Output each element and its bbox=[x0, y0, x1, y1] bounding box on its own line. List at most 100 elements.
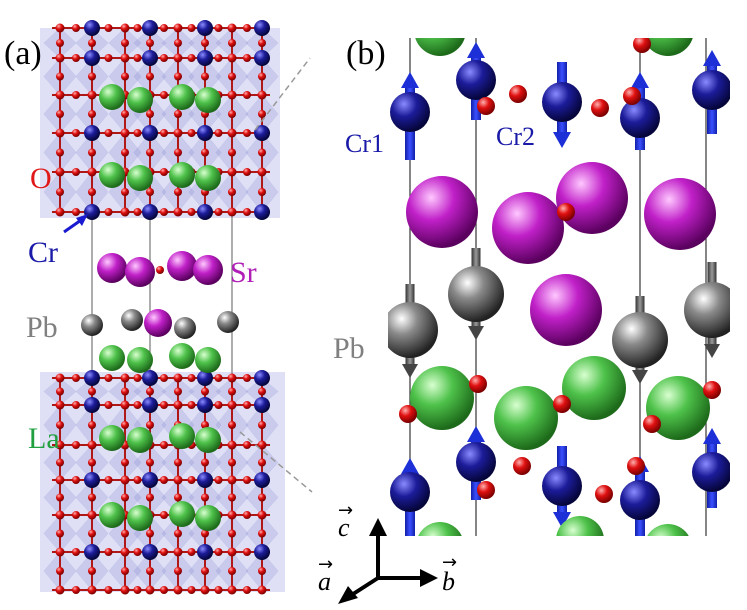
oxygen-atom bbox=[243, 208, 251, 216]
oxygen-atom bbox=[72, 401, 80, 409]
label-pb-b: Pb bbox=[333, 332, 365, 365]
oxygen-atom bbox=[227, 585, 237, 595]
oxygen-atom bbox=[228, 387, 236, 396]
oxygen-atom bbox=[174, 148, 182, 157]
oxygen-atom bbox=[87, 90, 97, 100]
oxygen-atom bbox=[187, 129, 196, 137]
oxygen-atom bbox=[214, 54, 223, 62]
oxygen-atom bbox=[121, 39, 129, 47]
oxygen-atom bbox=[201, 529, 209, 538]
oxygen-atom bbox=[257, 167, 267, 177]
oxygen-atom bbox=[55, 207, 65, 217]
oxygen-atom bbox=[258, 493, 266, 502]
oxygen-atom bbox=[156, 266, 164, 274]
oxygen-atom bbox=[509, 85, 527, 103]
oxygen-atom bbox=[227, 207, 237, 217]
panel-a: (a) O Cr Sr Pb La bbox=[4, 20, 313, 595]
oxygen-atom bbox=[72, 54, 80, 62]
chromium-atom bbox=[142, 20, 158, 36]
oxygen-atom bbox=[160, 208, 168, 216]
oxygen-atom bbox=[104, 548, 113, 556]
chromium-atom-cr1 bbox=[390, 92, 430, 132]
oxygen-atom bbox=[258, 188, 266, 196]
lanthanum-atom bbox=[127, 427, 153, 453]
oxygen-atom bbox=[703, 381, 721, 399]
axis-c-vector-arrow: → bbox=[338, 500, 353, 521]
oxygen-atom bbox=[257, 90, 267, 100]
oxygen-atom bbox=[56, 493, 64, 502]
oxygen-atom bbox=[55, 373, 65, 383]
oxygen-atom bbox=[146, 110, 154, 118]
oxygen-atom bbox=[214, 374, 223, 382]
oxygen-atom bbox=[55, 23, 65, 33]
oxygen-atom bbox=[160, 24, 168, 32]
oxygen-atom bbox=[227, 547, 237, 557]
oxygen-atom bbox=[228, 421, 236, 429]
chromium-atom bbox=[542, 466, 582, 506]
oxygen-atom bbox=[228, 72, 236, 81]
oxygen-atom bbox=[173, 373, 183, 383]
lanthanum-atom bbox=[99, 345, 125, 371]
lanthanum-atom bbox=[410, 366, 474, 430]
oxygen-atom bbox=[258, 421, 266, 429]
oxygen-atom bbox=[146, 148, 154, 157]
oxygen-atom bbox=[258, 39, 266, 47]
oxygen-atom bbox=[104, 208, 113, 216]
lanthanum-atom bbox=[169, 343, 195, 369]
oxygen-atom bbox=[174, 387, 182, 396]
oxygen-atom bbox=[88, 188, 96, 196]
oxygen-atom bbox=[174, 458, 182, 467]
oxygen-atom bbox=[187, 374, 196, 382]
chromium-atom bbox=[84, 20, 100, 36]
oxygen-atom bbox=[55, 547, 65, 557]
strontium-atom bbox=[193, 255, 223, 285]
oxygen-atom bbox=[133, 208, 142, 216]
oxygen-atom bbox=[55, 167, 65, 177]
oxygen-atom bbox=[56, 421, 64, 429]
oxygen-atom bbox=[88, 493, 96, 502]
strontium-atom bbox=[144, 309, 172, 337]
oxygen-atom bbox=[201, 493, 209, 502]
zoom-line-bottom bbox=[239, 431, 313, 493]
oxygen-atom bbox=[258, 387, 266, 396]
oxygen-atom bbox=[553, 395, 571, 413]
oxygen-atom bbox=[187, 208, 196, 216]
strontium-atom bbox=[530, 274, 602, 346]
oxygen-atom bbox=[88, 529, 96, 538]
oxygen-atom bbox=[146, 387, 154, 396]
oxygen-atom bbox=[120, 373, 130, 383]
oxygen-atom bbox=[56, 458, 64, 467]
oxygen-atom bbox=[104, 129, 113, 137]
axis-b-vector-arrow: → bbox=[442, 552, 457, 573]
lead-atom bbox=[612, 312, 668, 368]
oxygen-atom bbox=[173, 23, 183, 33]
oxygen-atom bbox=[227, 440, 237, 450]
oxygen-atom bbox=[174, 493, 182, 502]
oxygen-atom bbox=[88, 72, 96, 81]
oxygen-atom bbox=[160, 548, 168, 556]
oxygen-atom bbox=[88, 458, 96, 467]
oxygen-atom bbox=[121, 387, 129, 396]
oxygen-atom bbox=[214, 476, 223, 484]
strontium-atom bbox=[167, 251, 197, 281]
spin-arrow-up-head bbox=[703, 428, 721, 444]
oxygen-atom bbox=[146, 493, 154, 502]
chromium-atom bbox=[390, 472, 430, 512]
strontium-atom bbox=[644, 178, 716, 250]
label-cr1: Cr1 bbox=[345, 129, 384, 158]
axis-a-vector-arrow: → bbox=[318, 554, 333, 575]
oxygen-atom bbox=[174, 529, 182, 538]
oxygen-atom bbox=[55, 475, 65, 485]
oxygen-atom bbox=[477, 97, 495, 115]
oxygen-atom bbox=[591, 99, 609, 117]
oxygen-atom bbox=[201, 567, 209, 575]
lead-atom bbox=[121, 309, 143, 331]
oxygen-atom bbox=[56, 188, 64, 196]
chromium-atom bbox=[84, 204, 100, 220]
spin-arrow-up-head bbox=[467, 426, 485, 442]
oxygen-atom bbox=[146, 458, 154, 467]
oxygen-atom bbox=[72, 129, 80, 137]
oxygen-atom bbox=[120, 585, 130, 595]
chromium-atom bbox=[84, 397, 100, 413]
strontium-atom bbox=[125, 257, 155, 287]
